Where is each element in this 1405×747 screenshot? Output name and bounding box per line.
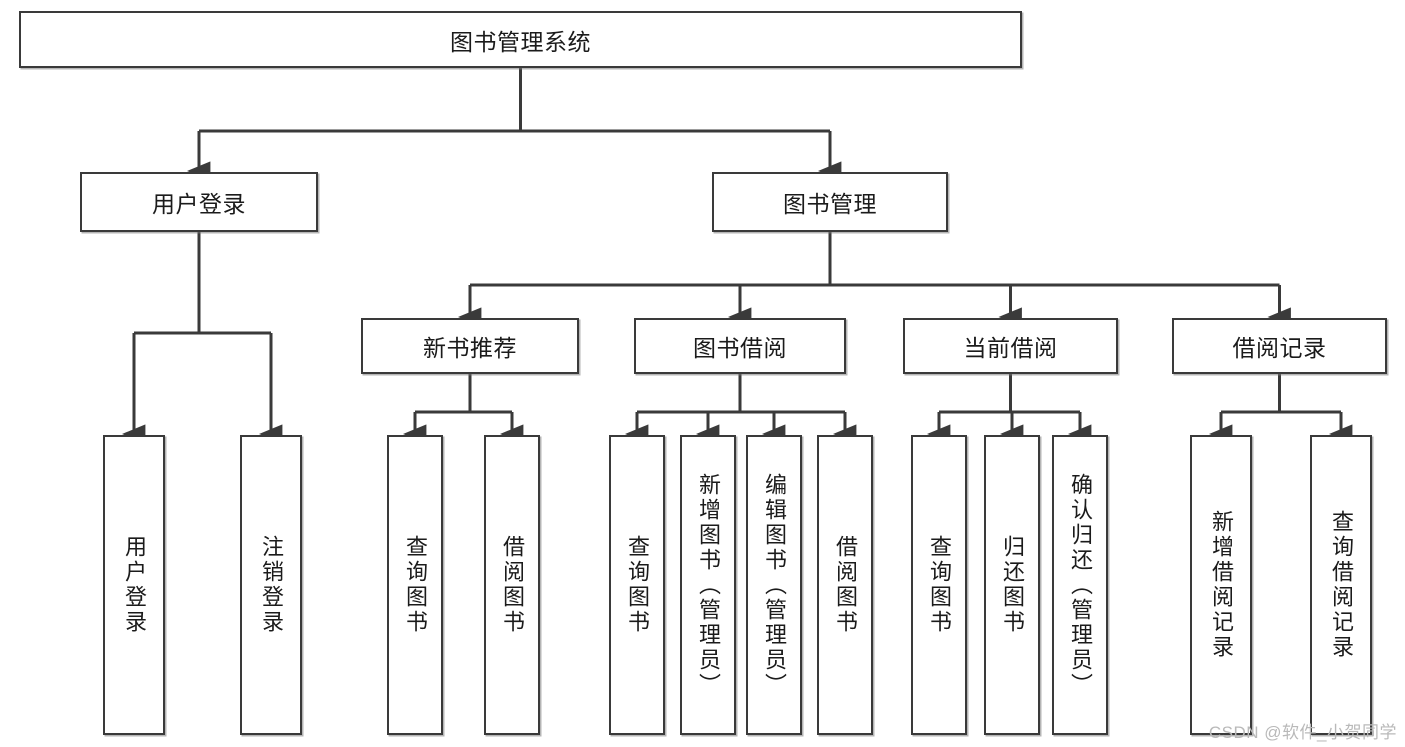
node-leaf-edit-book-admin[interactable]: 编辑图书（管理员） xyxy=(746,435,802,735)
node-user-login[interactable]: 用户登录 xyxy=(80,172,318,232)
node-leaf-add-borrow-record[interactable]: 新增借阅记录 xyxy=(1190,435,1252,735)
node-leaf-borrow-book-2-label: 借阅图书 xyxy=(833,535,858,635)
node-leaf-add-borrow-record-label: 新增借阅记录 xyxy=(1209,510,1234,660)
node-leaf-borrow-book-1-label: 借阅图书 xyxy=(500,535,525,635)
node-new-book-recommend[interactable]: 新书推荐 xyxy=(361,318,579,374)
node-leaf-user-login[interactable]: 用户登录 xyxy=(103,435,165,735)
node-leaf-query-borrow-record[interactable]: 查询借阅记录 xyxy=(1310,435,1372,735)
node-leaf-borrow-book-1[interactable]: 借阅图书 xyxy=(484,435,540,735)
node-leaf-query-book-2-label: 查询图书 xyxy=(625,535,650,635)
node-leaf-query-book-1[interactable]: 查询图书 xyxy=(387,435,443,735)
node-leaf-user-logout-label: 注销登录 xyxy=(259,535,284,635)
node-book-borrow[interactable]: 图书借阅 xyxy=(634,318,846,374)
node-book-borrow-label: 图书借阅 xyxy=(693,335,787,361)
node-leaf-confirm-return-admin-label: 确认归还（管理员） xyxy=(1068,472,1093,698)
node-leaf-edit-book-admin-label: 编辑图书（管理员） xyxy=(762,472,787,698)
node-leaf-add-book-admin[interactable]: 新增图书（管理员） xyxy=(680,435,736,735)
node-leaf-borrow-book-2[interactable]: 借阅图书 xyxy=(817,435,873,735)
node-current-borrow[interactable]: 当前借阅 xyxy=(903,318,1118,374)
node-borrow-record-label: 借阅记录 xyxy=(1232,335,1327,361)
node-book-manage[interactable]: 图书管理 xyxy=(712,172,948,232)
node-borrow-record[interactable]: 借阅记录 xyxy=(1172,318,1387,374)
node-leaf-query-book-3-label: 查询图书 xyxy=(927,535,952,635)
node-leaf-confirm-return-admin[interactable]: 确认归还（管理员） xyxy=(1052,435,1108,735)
node-leaf-return-book-label: 归还图书 xyxy=(1000,535,1025,635)
node-leaf-query-book-2[interactable]: 查询图书 xyxy=(609,435,665,735)
node-leaf-add-book-admin-label: 新增图书（管理员） xyxy=(696,472,721,698)
node-root-label: 图书管理系统 xyxy=(450,28,591,55)
node-leaf-query-book-1-label: 查询图书 xyxy=(403,535,428,635)
node-leaf-user-logout[interactable]: 注销登录 xyxy=(240,435,302,735)
node-current-borrow-label: 当前借阅 xyxy=(963,335,1058,361)
node-new-book-recommend-label: 新书推荐 xyxy=(423,335,517,361)
node-leaf-query-borrow-record-label: 查询借阅记录 xyxy=(1329,510,1354,660)
node-leaf-return-book[interactable]: 归还图书 xyxy=(984,435,1040,735)
node-user-login-label: 用户登录 xyxy=(152,191,246,217)
node-book-manage-label: 图书管理 xyxy=(783,191,877,217)
node-leaf-user-login-label: 用户登录 xyxy=(122,535,147,635)
node-leaf-query-book-3[interactable]: 查询图书 xyxy=(911,435,967,735)
node-root[interactable]: 图书管理系统 xyxy=(19,11,1022,68)
